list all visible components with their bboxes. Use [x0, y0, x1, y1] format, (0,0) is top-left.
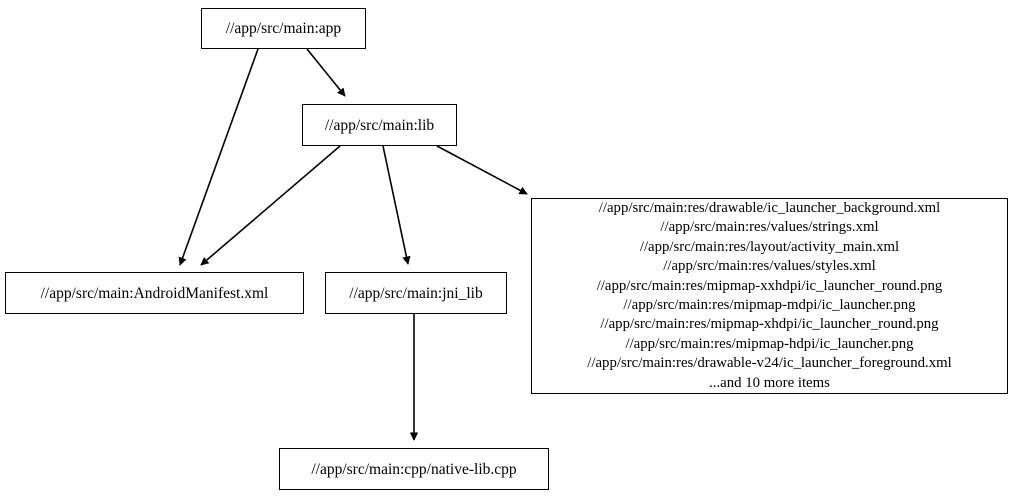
graph-node-lib[interactable]: //app/src/main:lib: [302, 104, 457, 146]
edge-lib-to-manifest: [200, 145, 341, 266]
graph-node-androidmanifest[interactable]: //app/src/main:AndroidManifest.xml: [5, 272, 304, 314]
graph-node-jni-lib-label: //app/src/main:jni_lib: [349, 284, 483, 302]
graph-node-native-lib-cpp[interactable]: //app/src/main:cpp/native-lib.cpp: [279, 448, 549, 490]
edge-lib-to-resources: [436, 145, 528, 195]
graph-node-native-lib-cpp-label: //app/src/main:cpp/native-lib.cpp: [311, 460, 517, 478]
graph-node-resources-label: //app/src/main:res/drawable/ic_launcher_…: [587, 199, 952, 391]
graph-node-lib-label: //app/src/main:lib: [324, 116, 435, 134]
graph-node-jni-lib[interactable]: //app/src/main:jni_lib: [325, 272, 507, 314]
edge-lib-to-jnilib: [382, 145, 411, 265]
edge-app-to-manifest: [178, 48, 259, 266]
graph-node-androidmanifest-label: //app/src/main:AndroidManifest.xml: [40, 284, 269, 302]
edge-app-to-lib: [306, 48, 346, 97]
graph-node-resources[interactable]: //app/src/main:res/drawable/ic_launcher_…: [531, 198, 1008, 394]
graph-node-app-label: //app/src/main:app: [225, 20, 342, 37]
graph-node-app[interactable]: //app/src/main:app: [201, 8, 366, 49]
